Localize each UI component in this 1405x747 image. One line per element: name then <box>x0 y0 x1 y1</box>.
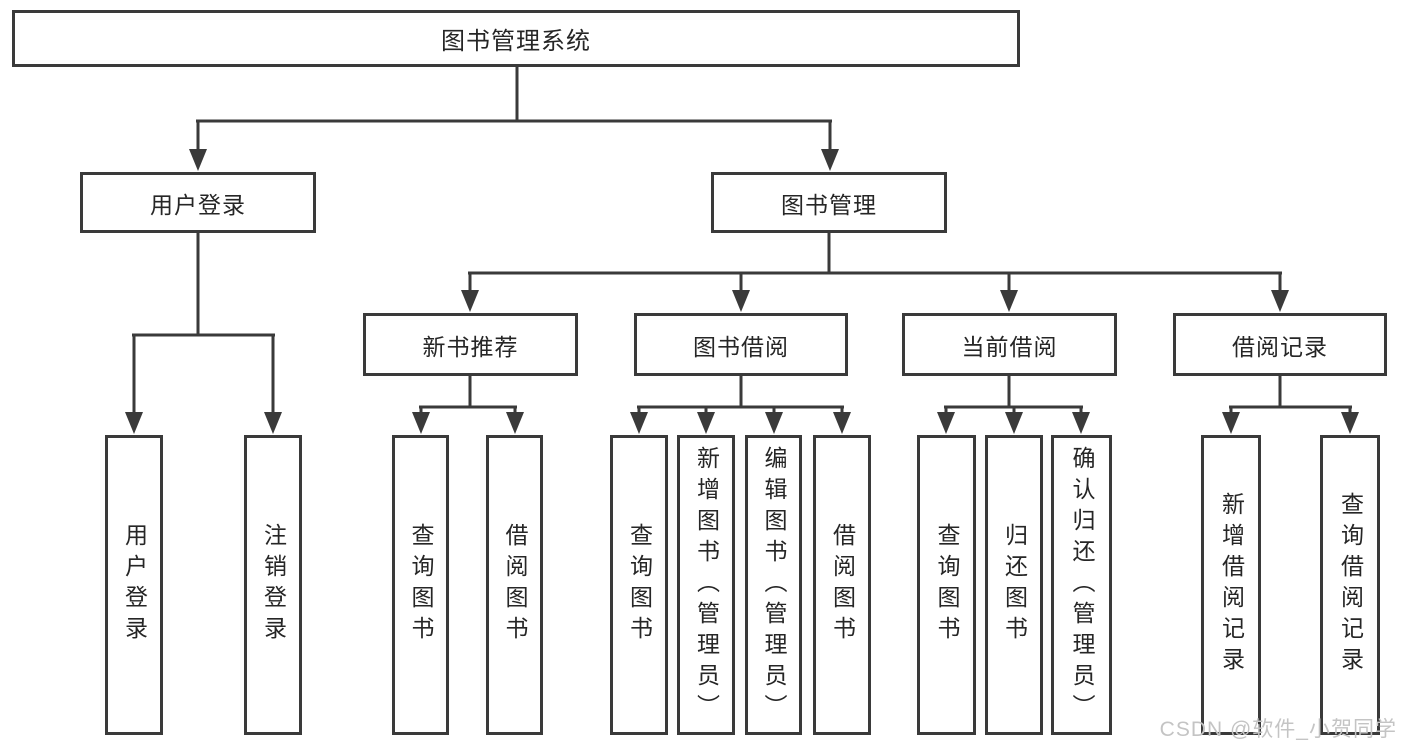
leaf-add-borrow-record: 新增借阅记录 <box>1201 435 1261 735</box>
node-book-management: 图书管理 <box>711 172 947 233</box>
leaf-recommend-borrow-books-label: 借阅图书 <box>502 523 528 647</box>
leaf-edit-books-admin: 编辑图书（管理员） <box>745 435 802 735</box>
node-book-borrow-label: 图书借阅 <box>693 333 789 360</box>
leaf-add-books-admin: 新增图书（管理员） <box>677 435 735 735</box>
leaf-recommend-query-books: 查询图书 <box>392 435 449 735</box>
leaf-confirm-return-admin: 确认归还（管理员） <box>1051 435 1112 735</box>
leaf-user-login: 用户登录 <box>105 435 163 735</box>
node-current-borrow: 当前借阅 <box>902 313 1117 376</box>
watermark: CSDN @软件_小贺同学 <box>1159 718 1397 741</box>
leaf-borrow-query-books-label: 查询图书 <box>626 523 653 647</box>
node-borrow-records: 借阅记录 <box>1173 313 1387 376</box>
leaf-recommend-query-books-label: 查询图书 <box>408 523 434 647</box>
leaf-borrow-query-books: 查询图书 <box>610 435 668 735</box>
leaf-confirm-return-admin-label: 确认归还（管理员） <box>1069 445 1095 725</box>
leaf-logout-label: 注销登录 <box>260 523 287 647</box>
node-book-management-label: 图书管理 <box>781 191 877 218</box>
leaf-return-books: 归还图书 <box>985 435 1043 735</box>
leaf-add-books-admin-label: 新增图书（管理员） <box>693 445 720 725</box>
leaf-logout: 注销登录 <box>244 435 302 735</box>
leaf-user-login-label: 用户登录 <box>121 523 148 647</box>
leaf-recommend-borrow-books: 借阅图书 <box>486 435 543 735</box>
node-new-book-recommend-label: 新书推荐 <box>422 333 519 360</box>
leaf-add-borrow-record-label: 新增借阅记录 <box>1218 492 1245 678</box>
leaf-current-query-books-label: 查询图书 <box>934 523 960 647</box>
node-system-root-label: 图书管理系统 <box>441 28 591 55</box>
leaf-query-borrow-record-label: 查询借阅记录 <box>1337 492 1364 678</box>
node-system-root: 图书管理系统 <box>12 10 1020 67</box>
node-new-book-recommend: 新书推荐 <box>363 313 578 376</box>
leaf-borrow-books-label: 借阅图书 <box>829 523 856 647</box>
node-user-login: 用户登录 <box>80 172 316 233</box>
node-user-login-label: 用户登录 <box>150 191 246 218</box>
node-borrow-records-label: 借阅记录 <box>1232 333 1328 360</box>
node-book-borrow: 图书借阅 <box>634 313 848 376</box>
leaf-edit-books-admin-label: 编辑图书（管理员） <box>761 445 787 725</box>
leaf-borrow-books: 借阅图书 <box>813 435 871 735</box>
leaf-current-query-books: 查询图书 <box>917 435 976 735</box>
leaf-query-borrow-record: 查询借阅记录 <box>1320 435 1380 735</box>
node-current-borrow-label: 当前借阅 <box>961 333 1058 360</box>
leaf-return-books-label: 归还图书 <box>1001 523 1028 647</box>
